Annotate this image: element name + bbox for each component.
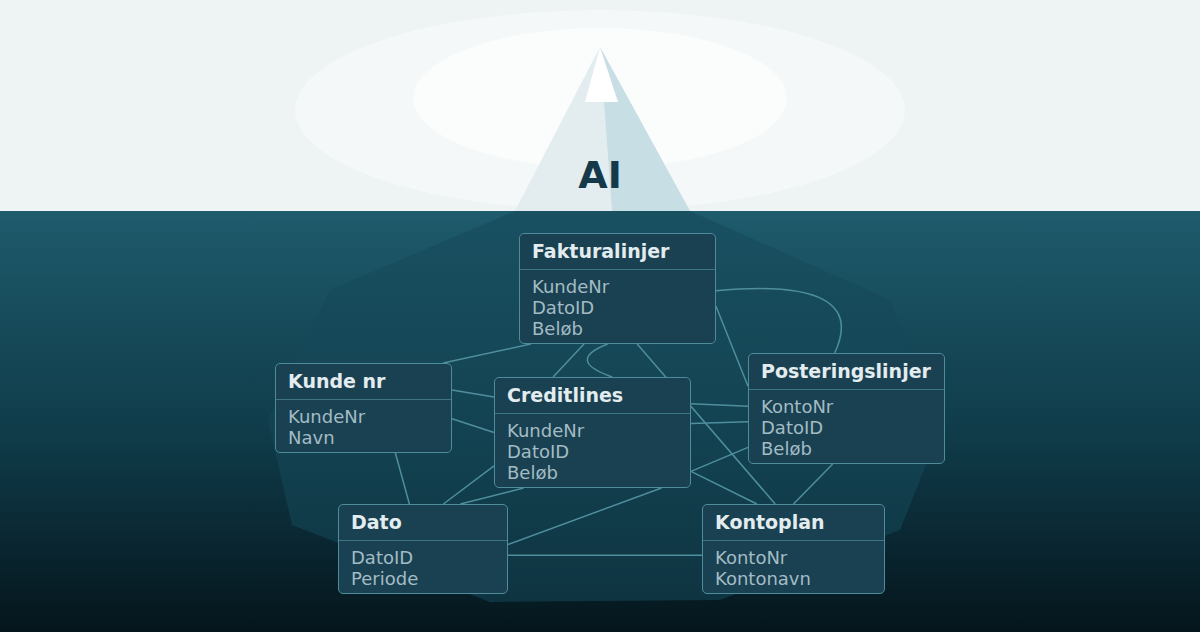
relation-line (691, 404, 748, 407)
field-name: Beløb (520, 318, 715, 343)
table-title: Fakturalinjer (520, 234, 715, 270)
table-title: Creditlines (495, 378, 690, 414)
field-name: DatoID (520, 297, 715, 318)
field-name: DatoID (495, 441, 690, 462)
table-box: FakturalinjerKundeNrDatoIDBeløb (519, 233, 716, 344)
field-name: Kontonavn (703, 568, 884, 593)
relation-line (716, 289, 841, 353)
field-name: Navn (276, 427, 451, 452)
table-box: DatoDatoIDPeriode (338, 504, 508, 594)
table-title: Kontoplan (703, 505, 884, 541)
field-name: KundeNr (495, 414, 690, 441)
field-name: Beløb (495, 462, 690, 487)
table-box: Kunde nrKundeNrNavn (275, 363, 452, 453)
relation-line (691, 447, 748, 471)
field-name: DatoID (749, 417, 944, 438)
relation-line (716, 306, 748, 386)
relation-line (443, 344, 531, 363)
relation-line (460, 488, 523, 504)
relation-line (452, 419, 494, 433)
table-title: Kunde nr (276, 364, 451, 400)
relation-line (794, 464, 833, 504)
field-name: KontoNr (749, 390, 944, 417)
relation-line (691, 471, 757, 504)
relation-line (508, 488, 661, 545)
table-title: Posteringslinjer (749, 354, 944, 390)
peak-label: AI (578, 153, 622, 197)
table-title: Dato (339, 505, 507, 541)
field-name: Periode (339, 568, 507, 593)
relation-line (691, 422, 748, 424)
relation-line (587, 344, 612, 377)
field-name: DatoID (339, 541, 507, 568)
relation-line (553, 344, 584, 377)
table-box: CreditlinesKundeNrDatoIDBeløb (494, 377, 691, 488)
field-name: KontoNr (703, 541, 884, 568)
relation-line (443, 466, 494, 504)
field-name: Beløb (749, 438, 944, 463)
table-box: PosteringslinjerKontoNrDatoIDBeløb (748, 353, 945, 464)
relation-line (452, 390, 494, 397)
field-name: KundeNr (520, 270, 715, 297)
field-name: KundeNr (276, 400, 451, 427)
relation-line (508, 555, 702, 557)
table-box: KontoplanKontoNrKontonavn (702, 504, 885, 594)
relation-line (395, 453, 409, 504)
